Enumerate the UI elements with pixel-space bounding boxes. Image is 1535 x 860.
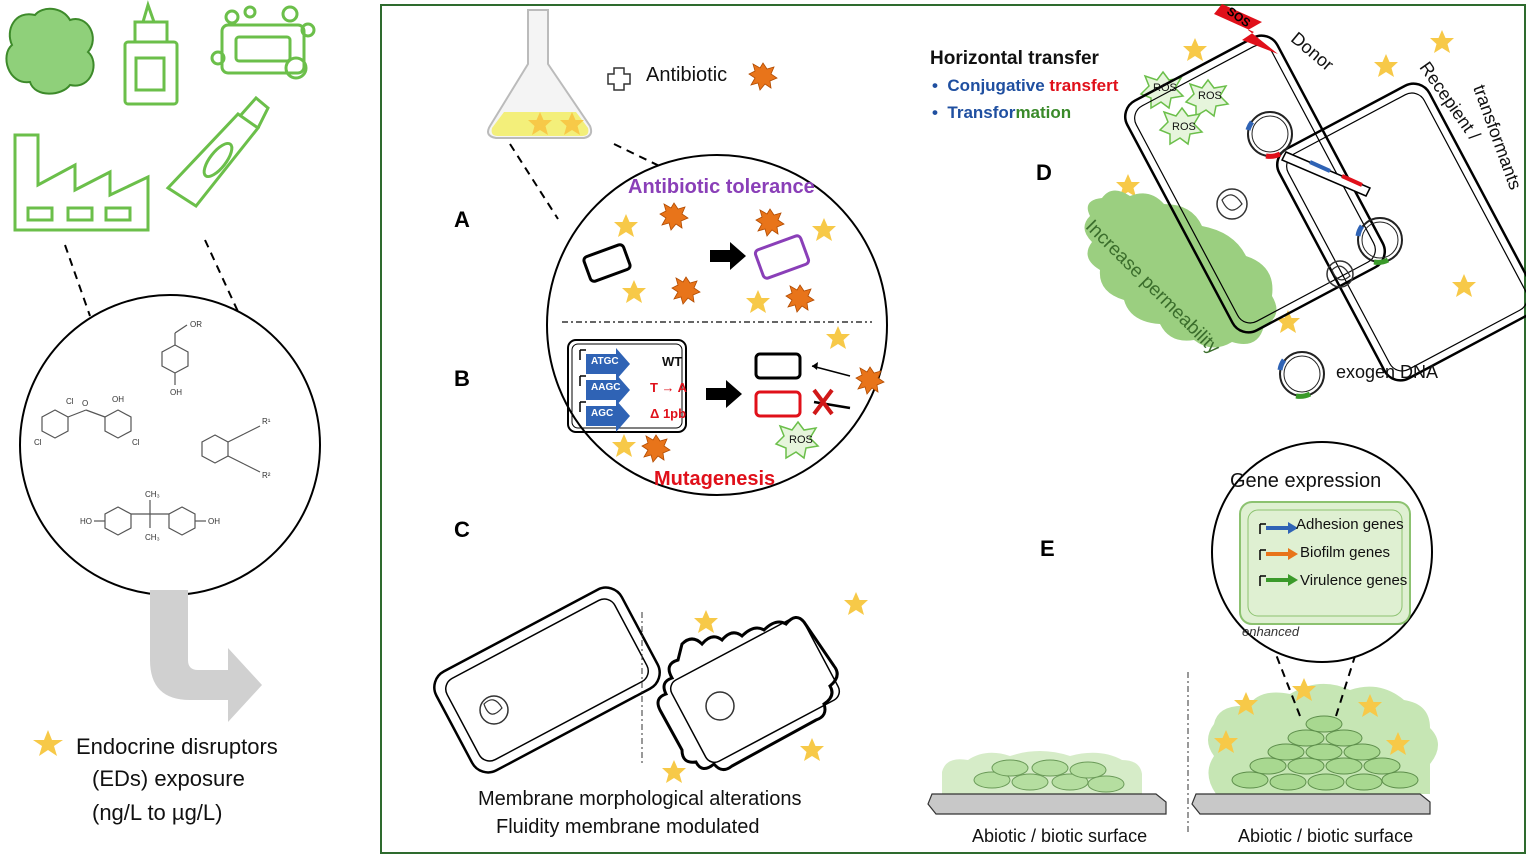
soap-icon [210,5,316,80]
virulence-genes-label: Virulence genes [1300,572,1408,589]
svg-text:OH: OH [208,517,220,526]
exposure-line1: Endocrine disruptors [76,734,278,759]
antibiotic-tolerance-title: Antibiotic tolerance [628,176,815,198]
wt-label: WT [662,354,683,369]
transfer-item-1: • Conjugative transfert [932,76,1118,96]
main-illustration [433,4,1526,834]
chemical-structures [41,324,261,536]
svg-text:Cl: Cl [34,438,42,447]
svg-text:R²: R² [262,471,271,480]
surface-label-right: Abiotic / biotic surface [1238,826,1414,846]
svg-text:CH₃: CH₃ [145,490,160,499]
enhanced-label: enhanced [1242,624,1300,639]
svg-text:CH₃: CH₃ [145,533,160,542]
expression-arrows [1259,522,1298,586]
exogen-dna-label: exogen DNA [1336,362,1439,382]
svg-text:OH: OH [112,395,124,404]
horizontal-transfer-heading: Horizontal transfer [930,48,1099,69]
exposure-line3: (ng/L to µg/L) [92,800,223,825]
exposure-line2: (EDs) exposure [92,766,245,791]
adhesion-genes-label: Adhesion genes [1296,516,1404,533]
membrane-caption-line1: Membrane morphological alterations [478,788,802,810]
gene-label-3: AGC [591,408,614,419]
plus-icon [607,67,631,91]
cream-tube-icon [165,95,270,208]
gene-label-2: AAGC [591,382,621,393]
svg-text:OR: OR [190,320,202,329]
panel-label-c: C [454,517,470,542]
main-figure-frame [380,4,1526,854]
gene-label-1: ATGC [591,356,619,367]
svg-text:R¹: R¹ [262,417,271,426]
svg-text:O: O [82,399,88,408]
svg-text:OH: OH [170,388,182,397]
ros-label-2: ROS [1198,90,1222,102]
transfer-item-2: • Transformation [932,103,1071,123]
gene-expression-title: Gene expression [1230,470,1382,492]
antibiotic-label: Antibiotic [646,64,728,86]
transfor-text: Transfor [947,103,1016,122]
panel-label-d: D [1036,160,1052,185]
exposure-arrow [150,590,262,722]
bullet: • [932,76,938,95]
factory-icon [13,133,150,232]
ros-label-b: ROS [789,434,813,446]
deletion-label: Δ 1pb [650,406,687,421]
transfert-text: transfert [1049,76,1119,95]
membrane-caption-line2: Fluidity membrane modulated [496,816,760,838]
gene-arrows [579,348,630,432]
star-icon [33,730,63,756]
antibiotic-icon [748,62,778,91]
mutation-label: T → A [650,380,688,395]
bottle-icon [123,0,179,106]
flask-icon [487,9,593,139]
panel-label-e: E [1040,536,1055,561]
conjugative-text: Conjugative [947,76,1050,95]
surface-label-left: Abiotic / biotic surface [972,826,1148,846]
ros-label-1: ROS [1153,82,1177,94]
nucleoid-icon [479,695,509,725]
tree-icon [5,7,95,95]
svg-text:Cl: Cl [132,438,140,447]
bullet: • [932,103,938,122]
svg-text:HO: HO [80,517,92,526]
mation-text: mation [1015,103,1072,122]
svg-text:Cl: Cl [66,397,74,406]
panel-label-a: A [454,207,470,232]
biofilm-genes-label: Biofilm genes [1300,544,1391,561]
ros-label-3: ROS [1172,121,1196,133]
panel-label-b: B [454,366,470,391]
mutagenesis-title: Mutagenesis [654,468,776,490]
